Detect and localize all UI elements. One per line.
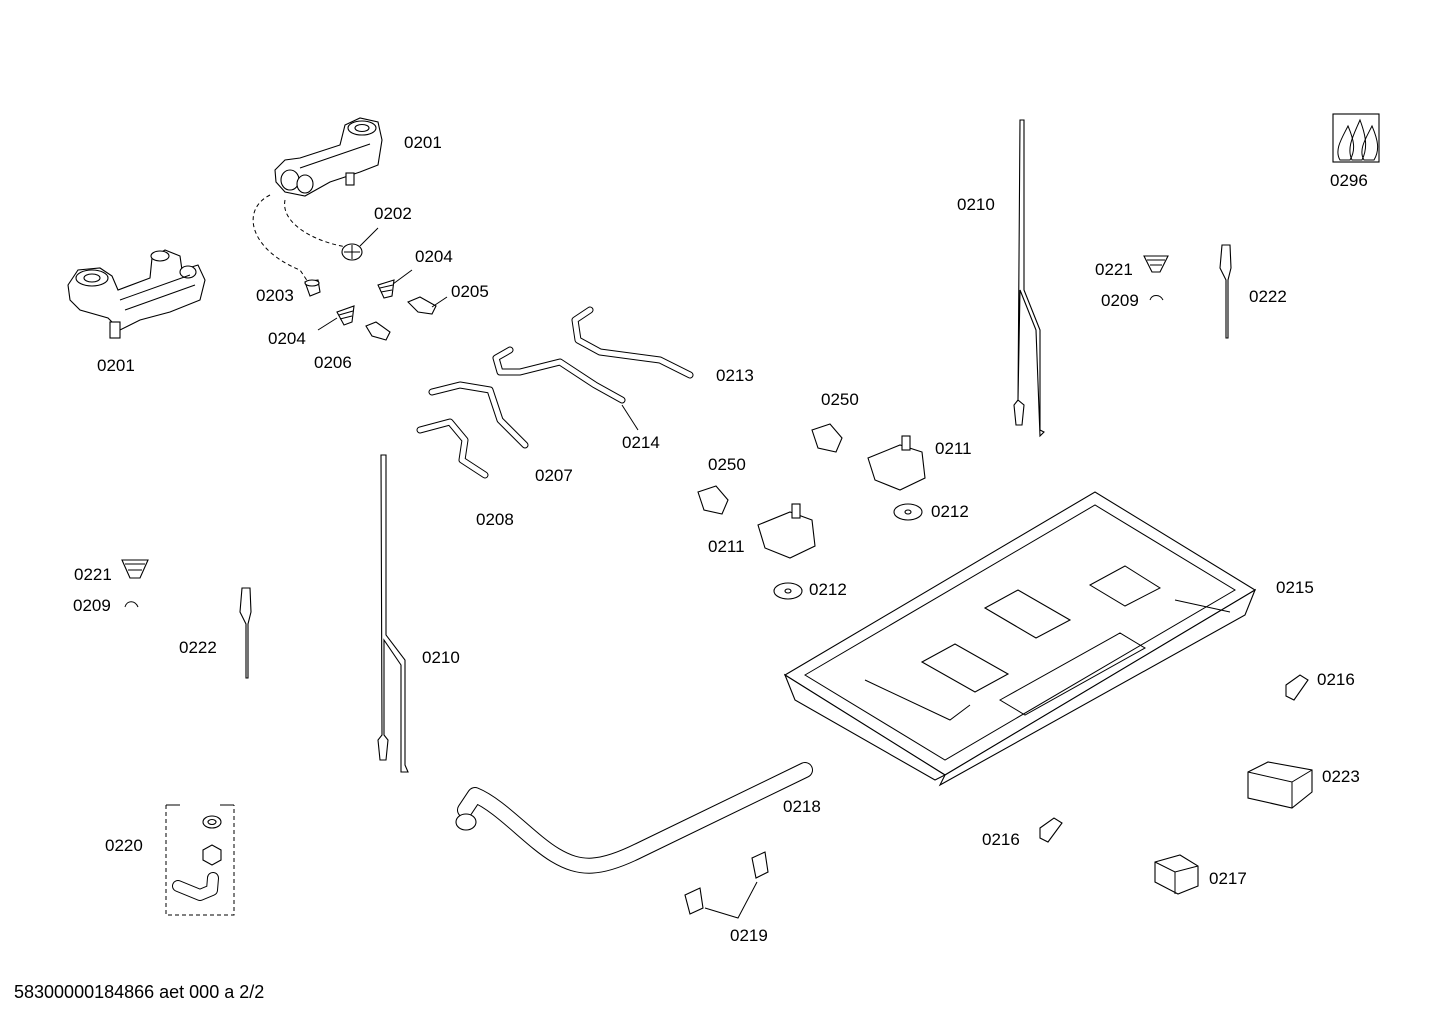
- gas-valve-manifold-upper: [252, 117, 383, 286]
- part-label-0221-right: 0221: [1095, 260, 1133, 279]
- thermocouple-left: [377, 454, 409, 773]
- gas-tap-assembly-upper: [811, 423, 926, 521]
- part-label-0211-lower: 0211: [708, 537, 745, 556]
- part-label-0212-lower: 0212: [809, 580, 847, 599]
- part-label-0222-left: 0222: [179, 638, 217, 657]
- spring-cone-part: [317, 269, 413, 331]
- electrical-box-part: [1247, 761, 1313, 809]
- part-label-0204-lower: 0204: [268, 329, 306, 348]
- gas-tube-0208: [416, 418, 489, 479]
- gas-tube-0207: [428, 381, 529, 449]
- ignition-module-part: [1154, 854, 1199, 895]
- part-label-0216-right: 0216: [1317, 670, 1355, 689]
- part-label-0213: 0213: [716, 366, 754, 385]
- part-label-0211-upper: 0211: [935, 439, 972, 458]
- part-label-0206: 0206: [314, 353, 352, 372]
- part-label-0215: 0215: [1276, 578, 1314, 597]
- part-label-0296: 0296: [1330, 171, 1368, 190]
- clip-spring-parts-right: [1143, 244, 1232, 339]
- part-label-0208: 0208: [476, 510, 514, 529]
- part-label-0201-upper: 0201: [404, 133, 442, 152]
- part-label-0210-left: 0210: [422, 648, 460, 667]
- part-label-0207: 0207: [535, 466, 573, 485]
- part-label-0214: 0214: [622, 433, 660, 452]
- gas-tube-0213: [571, 306, 694, 379]
- part-label-0202: 0202: [374, 204, 412, 223]
- connector-kit-group: [165, 804, 235, 916]
- part-label-0204-upper: 0204: [415, 247, 453, 266]
- screw-part: [365, 296, 448, 341]
- part-label-0203: 0203: [256, 286, 294, 305]
- pipe-bracket-part: [684, 851, 769, 919]
- part-label-0210-right: 0210: [957, 195, 995, 214]
- part-label-0250-lower: 0250: [708, 455, 746, 474]
- part-label-0222-right: 0222: [1249, 287, 1287, 306]
- small-nozzle-part: [304, 279, 321, 297]
- main-gas-supply-pipe: [455, 762, 813, 874]
- injector-disc-part: [341, 227, 379, 261]
- part-label-0221-left: 0221: [74, 565, 112, 584]
- part-label-0209-left: 0209: [73, 596, 111, 615]
- gas-valve-manifold-left: [67, 249, 206, 339]
- thermocouple-right: [1013, 119, 1045, 438]
- document-footer-id: 58300000184866 aet 000 a 2/2: [14, 982, 265, 1002]
- part-label-0220: 0220: [105, 836, 143, 855]
- part-label-0219: 0219: [730, 926, 768, 945]
- gas-flame-symbol-icon: [1332, 113, 1380, 163]
- part-label-0201-left: 0201: [97, 356, 135, 375]
- fixing-clip-part: [1039, 674, 1309, 843]
- part-label-0209-right: 0209: [1101, 291, 1139, 310]
- part-label-0216-lower: 0216: [982, 830, 1020, 849]
- part-label-0212-upper: 0212: [931, 502, 969, 521]
- part-label-0217: 0217: [1209, 869, 1247, 888]
- part-label-0223: 0223: [1322, 767, 1360, 786]
- cooktop-base-tray: [783, 491, 1257, 787]
- gas-tube-0214: [492, 346, 639, 431]
- part-label-0218: 0218: [783, 797, 821, 816]
- clip-spring-parts-left: [121, 559, 252, 679]
- part-label-0250-upper: 0250: [821, 390, 859, 409]
- gas-tap-assembly-lower: [697, 485, 816, 600]
- part-label-0205: 0205: [451, 282, 489, 301]
